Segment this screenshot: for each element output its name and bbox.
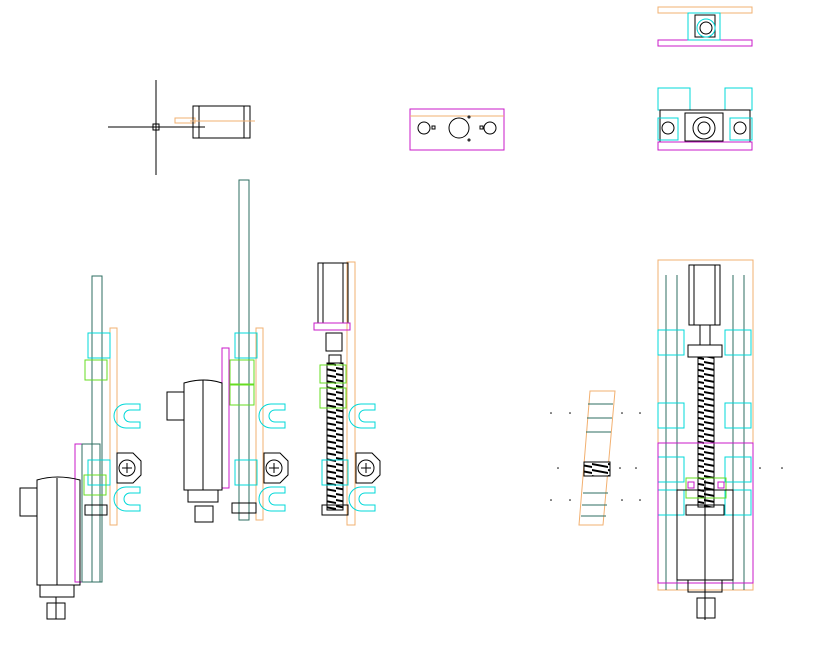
stepper-motor-top-view	[174, 105, 255, 139]
side-view-1	[19, 275, 142, 620]
top-view-assembly	[657, 6, 753, 47]
centerline-dots	[550, 412, 783, 501]
front-view-assembly	[657, 259, 754, 620]
section-view-skewed	[550, 390, 783, 526]
crosshair-cursor	[108, 80, 205, 175]
side-view-leadscrew	[313, 261, 381, 526]
end-view-assembly	[657, 87, 753, 151]
mounting-plate-view	[409, 108, 505, 151]
side-view-2	[166, 179, 289, 523]
